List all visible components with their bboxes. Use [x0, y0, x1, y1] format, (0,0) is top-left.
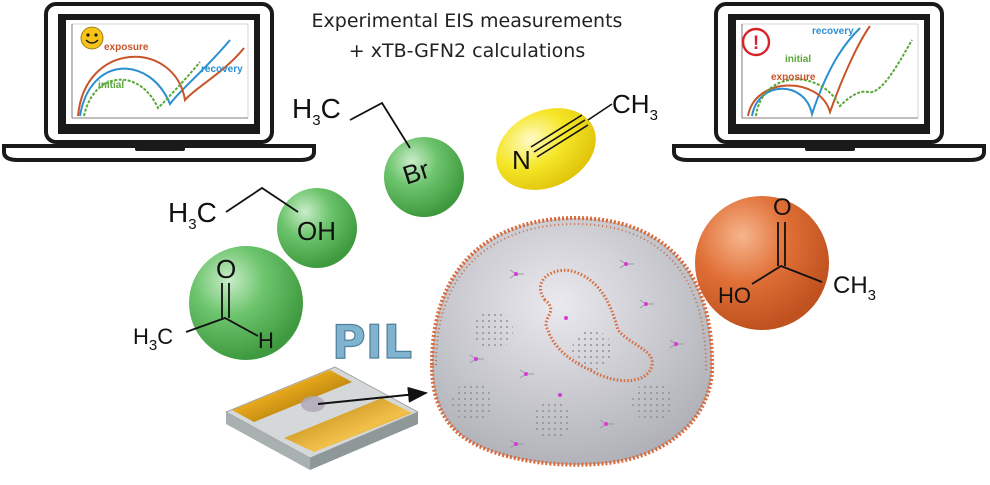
label-initial-right: initial	[785, 54, 811, 65]
acetonitrile-sphere	[496, 108, 596, 190]
chip-substrate-side-right	[310, 412, 418, 470]
exposure-curve-right	[747, 25, 871, 117]
zoom-arrow	[317, 386, 428, 405]
acetic-acid-ho: HO	[718, 283, 751, 308]
polymer-chain-loop	[538, 268, 654, 383]
bromoethane-bonds	[349, 101, 411, 149]
cation-markers	[474, 262, 678, 446]
acetic-acid-sphere	[695, 196, 829, 330]
acetonitrile-ch3: CH3	[612, 89, 658, 124]
ethanol-oh: OH	[297, 216, 336, 246]
ionic-cluster-3	[452, 382, 492, 422]
molecule-bromoethane: H3C Br	[292, 93, 464, 217]
molecule-acetaldehyde: O H3C H	[133, 246, 303, 360]
smiley-face-icon	[80, 26, 104, 50]
recovery-curve-left	[79, 39, 231, 117]
header-line-2: + xTB-GFN2 calculations	[349, 40, 585, 62]
label-initial-left: initial	[98, 80, 124, 91]
acetic-acid-bonds	[751, 264, 823, 285]
acetonitrile-n: N	[512, 145, 531, 175]
ionic-cluster-5	[632, 382, 672, 422]
pil-label: PIL	[332, 315, 412, 369]
molecule-ethanol: H3C OH	[168, 186, 357, 268]
molecule-acetonitrile: N CH3	[496, 89, 658, 190]
acetaldehyde-bonds	[185, 317, 259, 337]
acetaldehyde-o: O	[216, 254, 236, 284]
label-exposure-left: exposure	[104, 42, 149, 53]
label-exposure-right: exposure	[771, 72, 816, 83]
acetic-acid-o: O	[773, 194, 792, 221]
membrane-body	[429, 215, 715, 467]
sensor-chip	[225, 366, 419, 470]
header-line-1: Experimental EIS measurements	[312, 10, 623, 32]
initial-curve-left	[83, 61, 201, 117]
warning-symbol: !	[753, 33, 759, 54]
ethanol-h3c: H3C	[168, 197, 217, 233]
ionic-cluster-4	[532, 400, 572, 440]
ionic-cluster-2	[572, 330, 612, 370]
chip-pil-spot	[301, 396, 325, 412]
molecule-acetic-acid: O HO CH3	[695, 194, 876, 330]
ionic-cluster-1	[473, 310, 513, 350]
chip-electrode-1	[232, 370, 352, 422]
label-recovery-right: recovery	[812, 26, 854, 37]
acetic-acid-ch3: CH3	[833, 272, 876, 304]
chip-electrode-2	[284, 398, 412, 452]
pil-membrane	[429, 215, 715, 467]
acetaldehyde-h3c: H3C	[133, 324, 173, 354]
recovery-curve-right	[751, 27, 861, 118]
laptop-left-base	[2, 144, 316, 162]
acetaldehyde-h: H	[258, 328, 274, 353]
ethanol-bonds	[225, 186, 299, 213]
chip-substrate-side-left	[226, 412, 310, 470]
warning-exclamation-icon: !	[741, 27, 771, 57]
bromoethane-h3c: H3C	[292, 93, 341, 129]
laptop-right-base	[672, 144, 986, 162]
exposure-curve-left	[77, 47, 245, 117]
acetaldehyde-sphere	[189, 246, 303, 360]
bromoethane-sphere	[384, 137, 464, 217]
initial-curve-right	[755, 39, 913, 117]
ethanol-sphere	[277, 188, 357, 268]
label-recovery-left: recovery	[201, 64, 243, 75]
laptop-left: exposure recovery initial	[2, 2, 316, 162]
laptop-right: recovery initial exposure !	[672, 2, 986, 162]
